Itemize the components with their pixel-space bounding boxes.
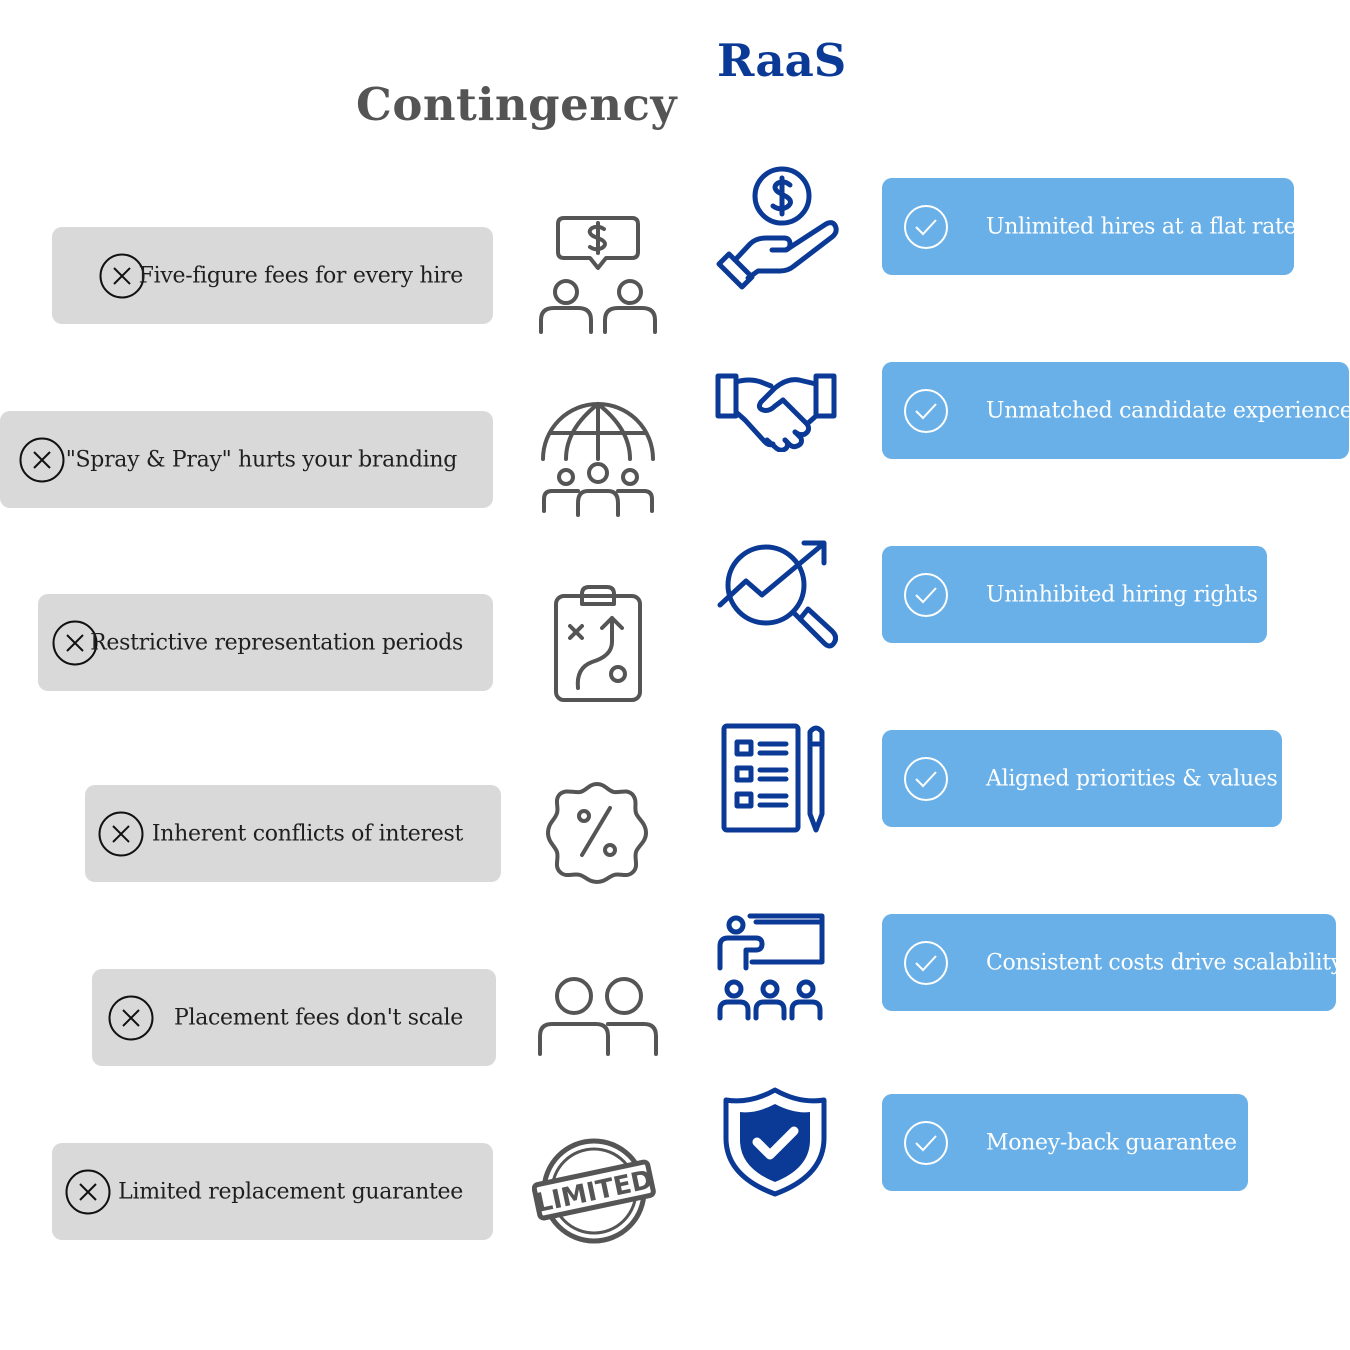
limited-stamp-icon: LIMITED: [532, 1135, 658, 1245]
x-circle-icon: [99, 253, 145, 298]
raas-item-label: Unlimited hires at a flat rate: [986, 214, 1297, 239]
check-circle-icon: [904, 1120, 948, 1165]
contingency-item-label: Placement fees don't scale: [173, 1005, 463, 1030]
handshake-icon: [715, 372, 837, 452]
hand-coin-icon: [716, 166, 840, 290]
contingency-heading: Contingency: [356, 78, 678, 131]
raas-item: Uninhibited hiring rights: [882, 546, 1267, 643]
contingency-item: Five-figure fees for every hire: [52, 227, 493, 324]
two-people-icon: [536, 976, 660, 1058]
x-circle-icon: [65, 1169, 111, 1214]
contingency-item-label: "Spray & Pray" hurts your branding: [65, 447, 458, 472]
check-circle-icon: [904, 388, 948, 433]
raas-item-label: Uninhibited hiring rights: [986, 582, 1258, 607]
percent-badge-icon: [544, 780, 650, 886]
contingency-item: Limited replacement guarantee: [52, 1143, 493, 1240]
check-circle-icon: [904, 204, 948, 249]
raas-item: Unlimited hires at a flat rate: [882, 178, 1297, 275]
x-circle-icon: [98, 811, 144, 856]
raas-item-label: Consistent costs drive scalability: [986, 950, 1343, 975]
check-circle-icon: [904, 940, 948, 985]
raas-item: Consistent costs drive scalability: [882, 914, 1343, 1011]
contingency-item-label: Limited replacement guarantee: [118, 1179, 463, 1204]
raas-item-label: Aligned priorities & values: [986, 766, 1278, 791]
contingency-item: Placement fees don't scale: [92, 969, 496, 1066]
contingency-item: Inherent conflicts of interest: [85, 785, 501, 882]
globe-people-icon: [538, 401, 658, 519]
contingency-item-label: Restrictive representation periods: [90, 630, 463, 655]
raas-item-label: Unmatched candidate experiences: [986, 398, 1350, 423]
magnify-growth-icon: [716, 539, 838, 651]
raas-item: Aligned priorities & values: [882, 730, 1282, 827]
clipboard-strategy-icon: [552, 584, 644, 704]
check-circle-icon: [904, 572, 948, 617]
contingency-item: "Spray & Pray" hurts your branding: [0, 411, 493, 508]
raas-item-label: Money-back guarantee: [986, 1130, 1237, 1155]
check-circle-icon: [904, 756, 948, 801]
contingency-item-label: Five-figure fees for every hire: [138, 263, 464, 288]
contingency-item: Restrictive representation periods: [38, 594, 493, 691]
contingency-item-label: Inherent conflicts of interest: [151, 821, 463, 846]
x-circle-icon: [52, 620, 98, 665]
presentation-audience-icon: [716, 912, 826, 1022]
raas-item: Money-back guarantee: [882, 1094, 1248, 1191]
raas-item: Unmatched candidate experiences: [882, 362, 1350, 459]
x-circle-icon: [108, 995, 154, 1040]
money-chat-people-icon: [536, 214, 660, 338]
checklist-pencil-icon: [720, 722, 832, 836]
x-circle-icon: [19, 437, 65, 482]
raas-heading: RaaS: [717, 34, 847, 87]
shield-check-icon: [722, 1086, 828, 1198]
